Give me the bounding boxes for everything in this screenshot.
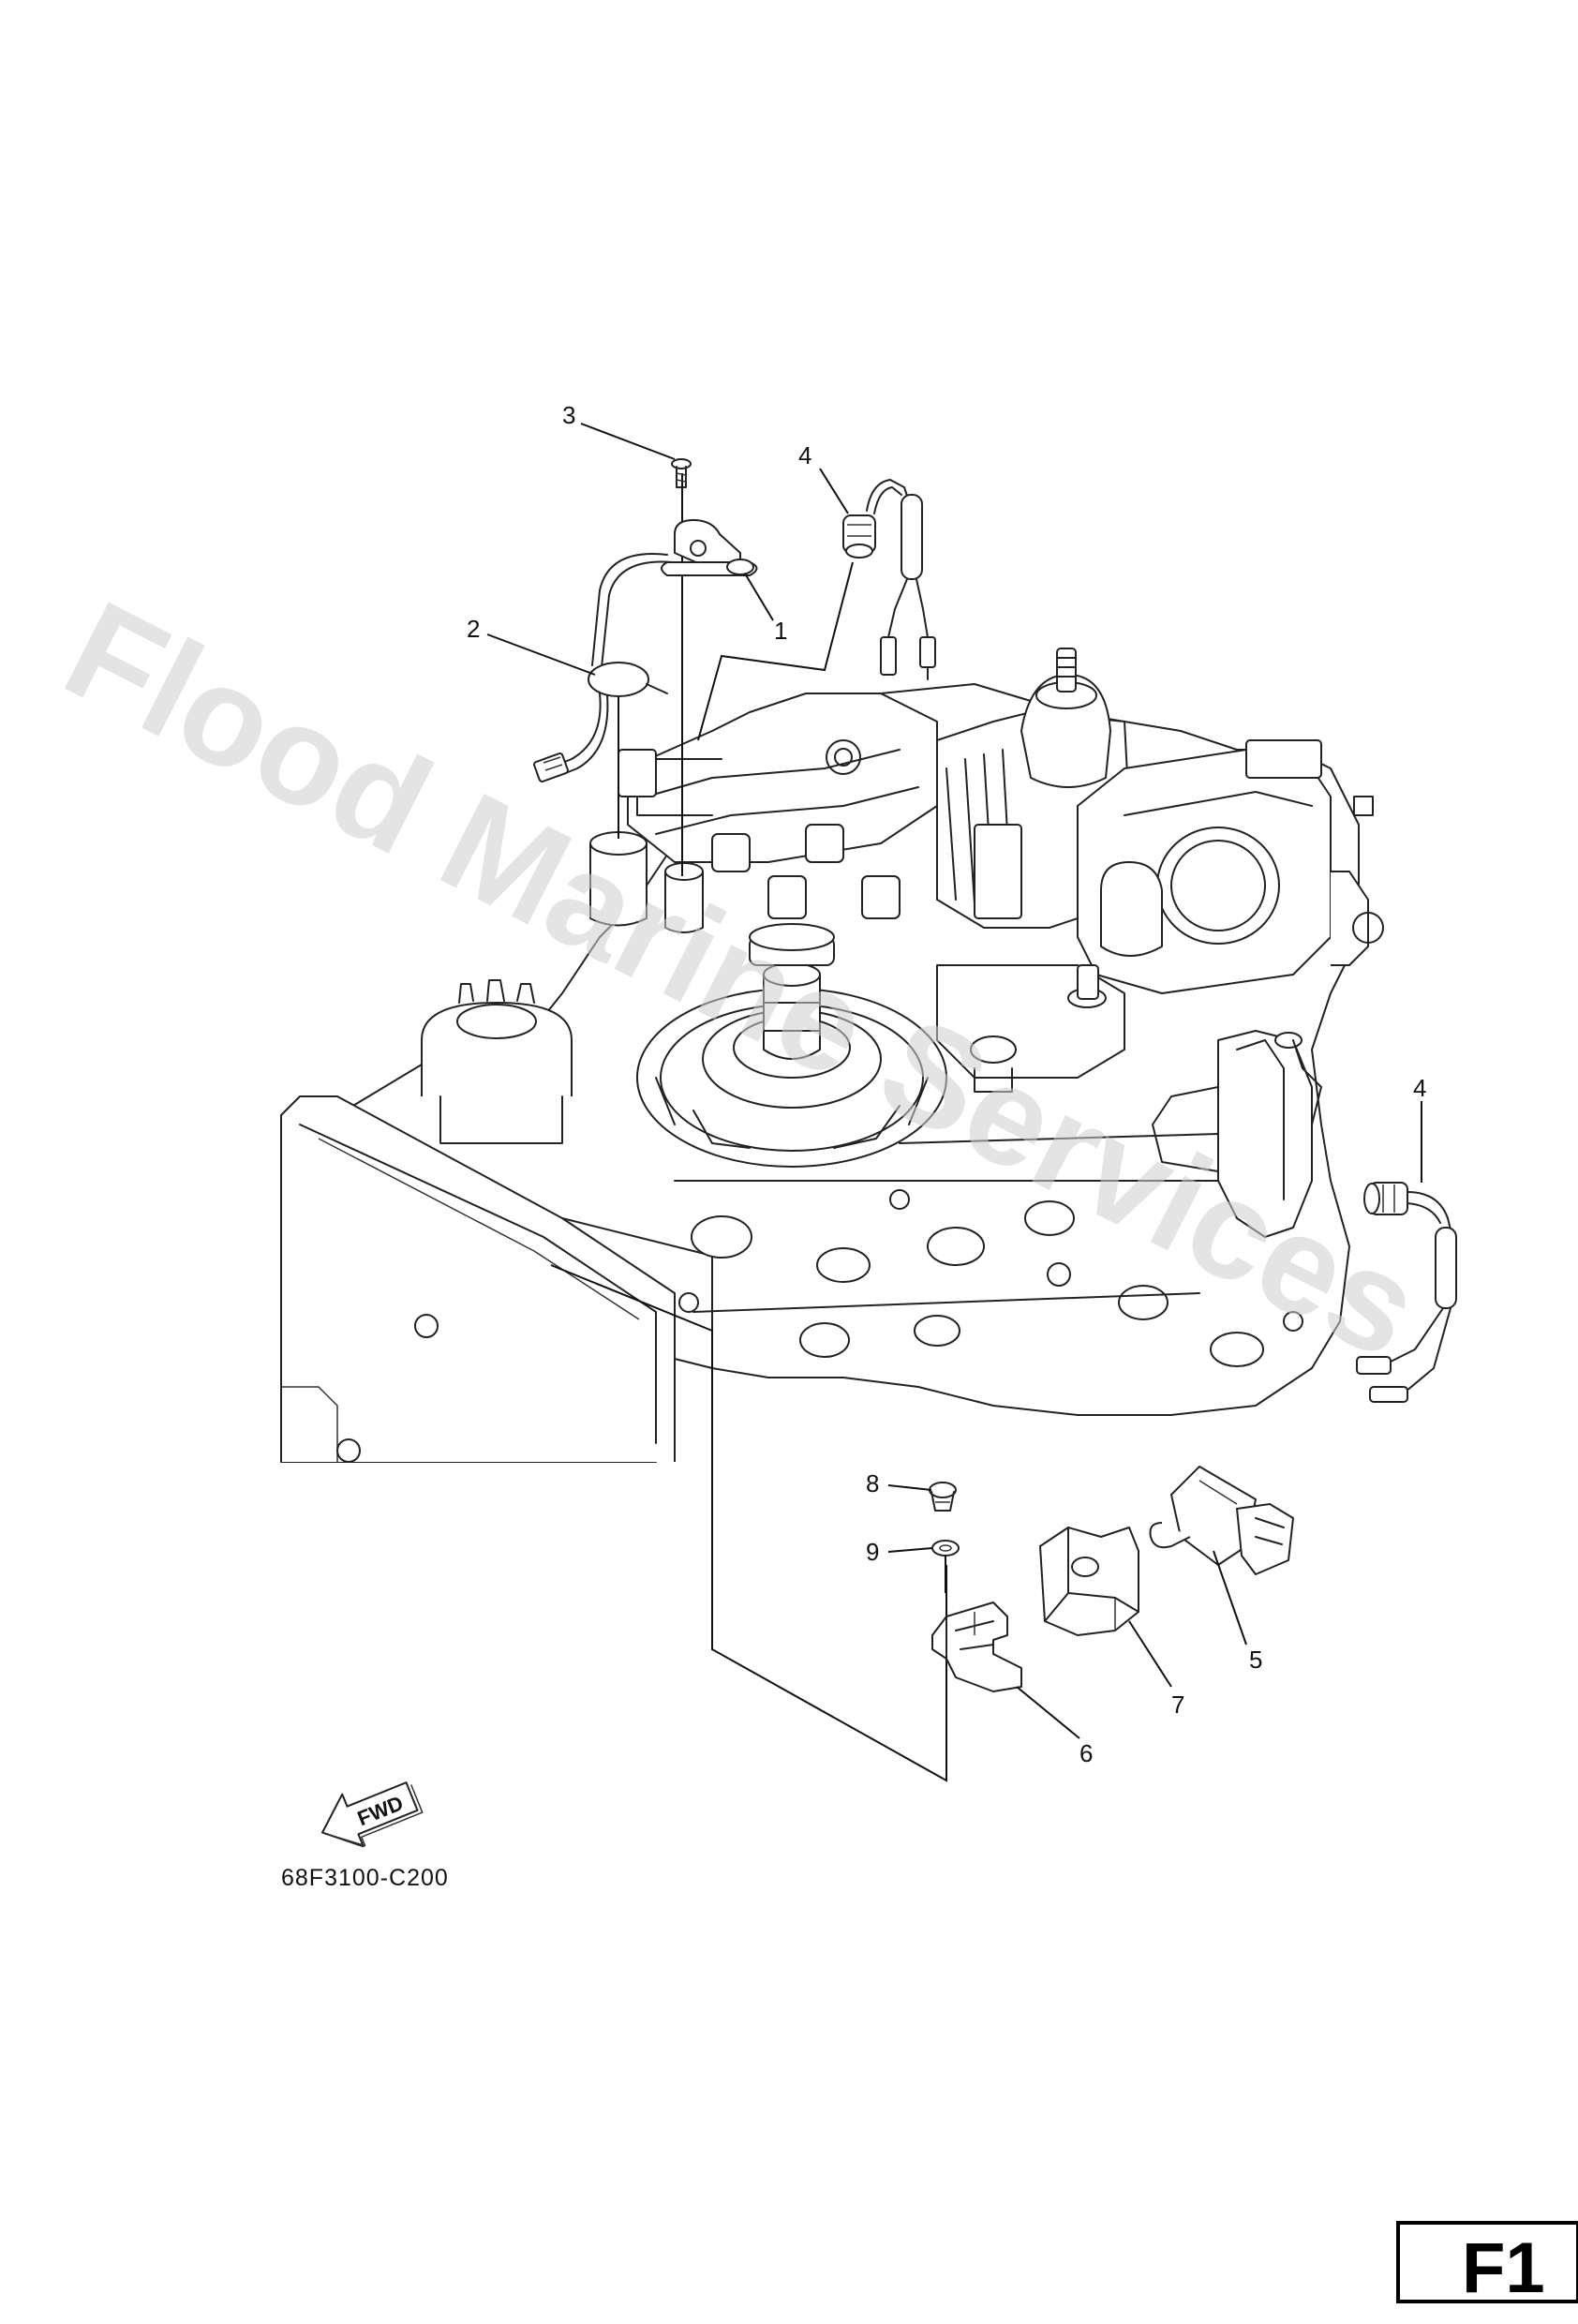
callout-1: 1 — [774, 617, 787, 645]
part-9-washer[interactable] — [931, 1540, 960, 1593]
callout-4-right: 4 — [1413, 1074, 1426, 1102]
callout-8: 8 — [866, 1469, 879, 1497]
page-id: F1 — [1462, 2228, 1545, 2308]
part-6-bracket[interactable] — [931, 1601, 1022, 1692]
callout-2: 2 — [467, 615, 480, 643]
callout-4-upper: 4 — [798, 441, 811, 469]
part-2-harness-clip[interactable] — [533, 553, 674, 782]
connection-lines — [550, 473, 947, 1782]
callout-5: 5 — [1249, 1646, 1262, 1674]
callout-3: 3 — [562, 401, 575, 429]
engine-assembly — [280, 648, 1384, 1463]
part-5-sensor[interactable] — [1149, 1466, 1294, 1575]
part-1-sensor-bracket[interactable] — [661, 519, 758, 576]
callout-6: 6 — [1079, 1739, 1093, 1767]
part-3-screw[interactable] — [671, 458, 692, 488]
part-7-spacer[interactable] — [1039, 1527, 1139, 1636]
part-4-upper-sensor[interactable] — [842, 479, 936, 680]
diagram-code: 68F3100-C200 — [281, 1865, 449, 1891]
page-id-box: F1 — [1396, 2221, 1578, 2308]
part-4-right-sensor[interactable] — [1356, 1182, 1457, 1403]
fwd-arrow-icon: FWD — [321, 1781, 424, 1848]
callout-leaders — [486, 423, 1422, 1739]
part-8-bolt[interactable] — [929, 1482, 957, 1512]
callout-numbers: 3 4 2 1 4 8 9 5 7 6 — [467, 401, 1426, 1767]
callout-9: 9 — [866, 1538, 879, 1566]
callout-7: 7 — [1171, 1691, 1184, 1719]
